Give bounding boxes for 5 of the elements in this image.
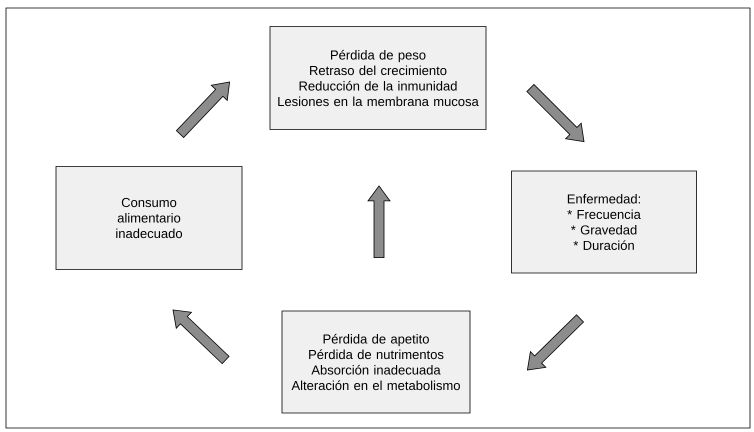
text-box: Pérdida de peso Retraso del crecimiento Reducción de la inmunidad Lesiones en la membrana mucosa [270,26,486,130]
text-box: Enfermedad: * Frecuencia * Gravedad * Duración [511,170,697,274]
text-box: Pérdida de apetito Pérdida de nutrimentos Absorción inadecuada Alteración en el metabolismo [282,310,470,414]
block-arrow [367,185,391,258]
text-box: Consumo alimentario inadecuado [56,166,242,270]
